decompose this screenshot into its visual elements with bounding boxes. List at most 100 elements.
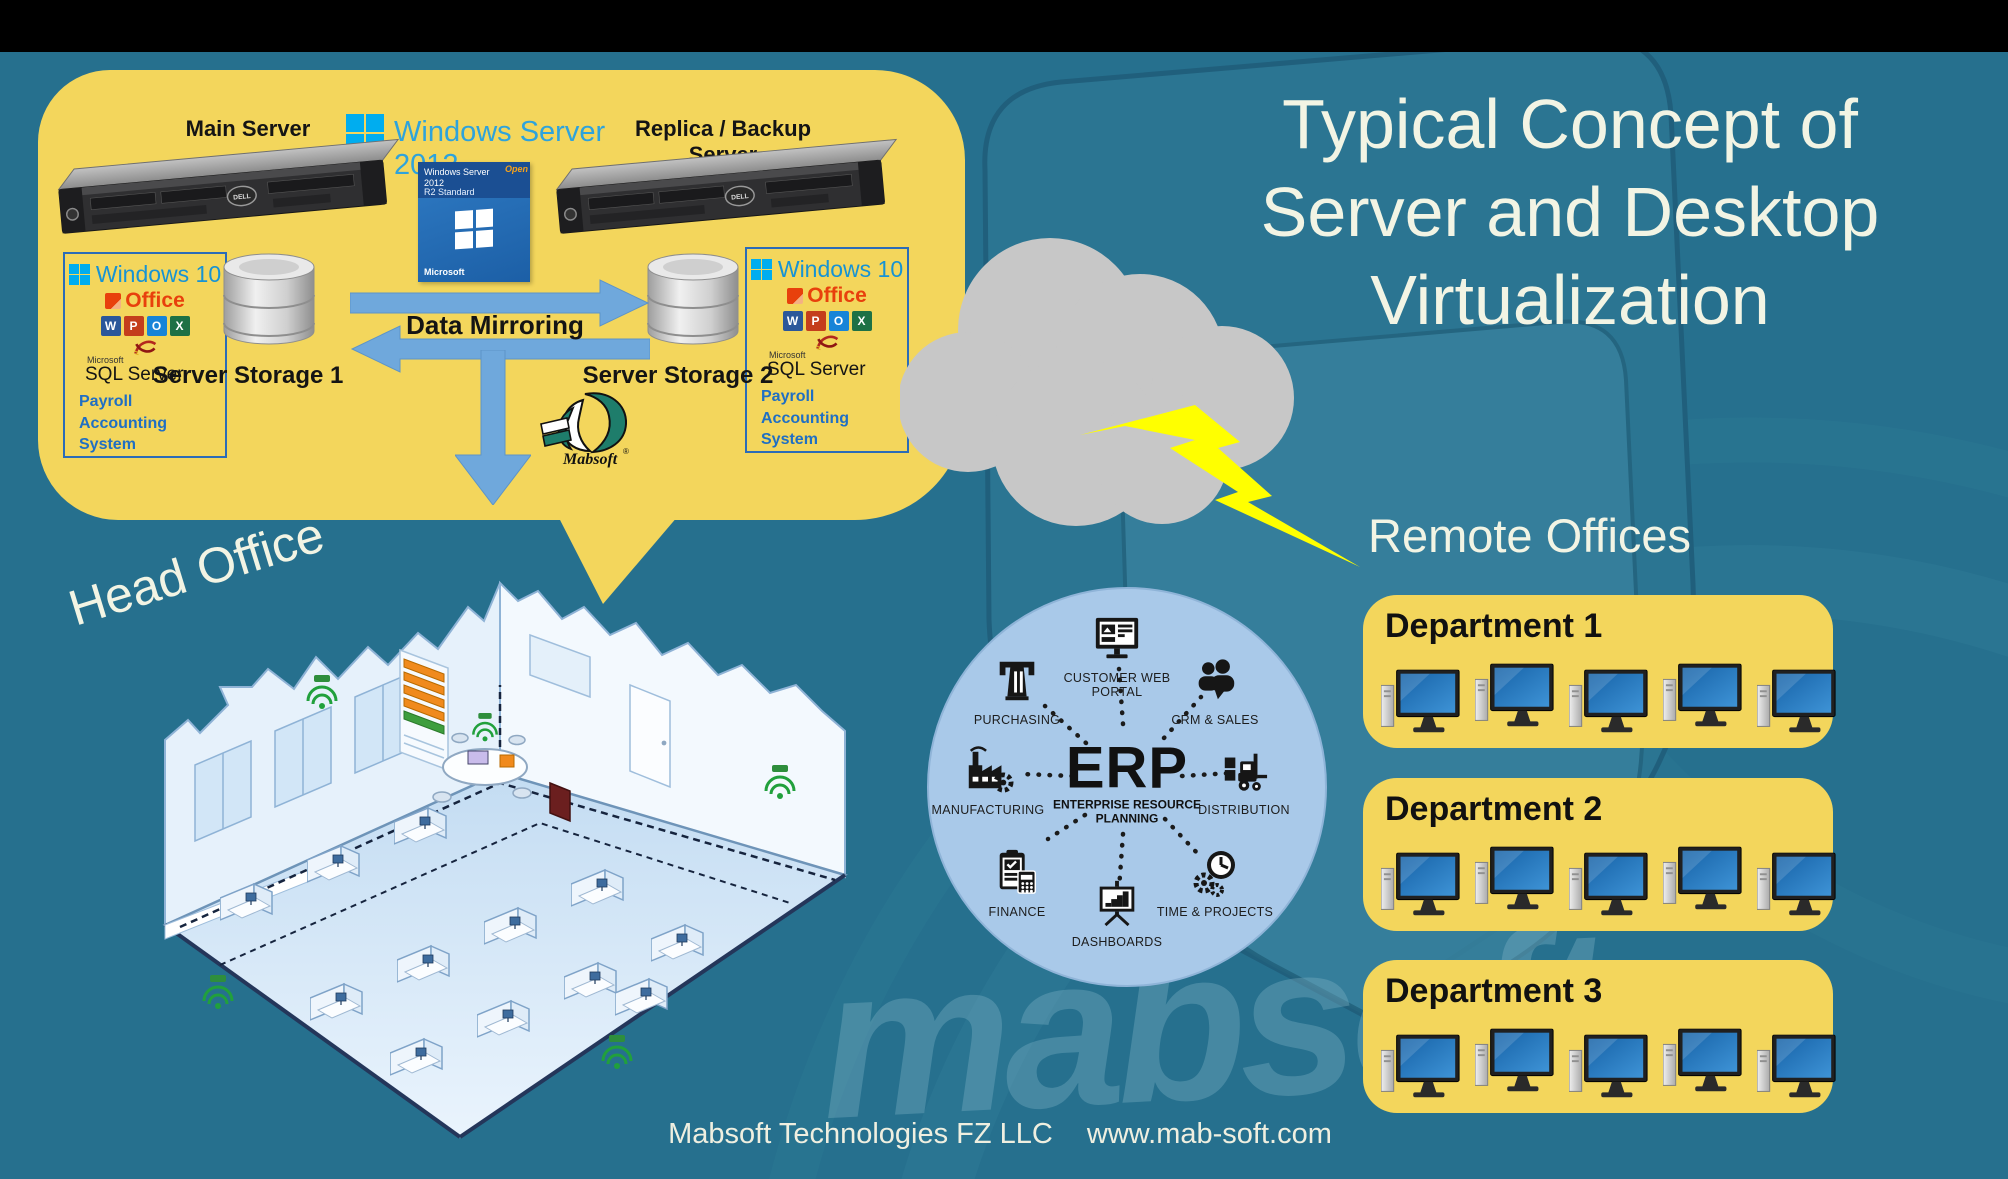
registered-mark: ® xyxy=(623,447,629,456)
department-1-box: Department 1 xyxy=(1363,595,1833,748)
desktop-computer-icon xyxy=(1663,663,1745,729)
desktop-computer-icon xyxy=(1757,669,1839,735)
main-server-label: Main Server xyxy=(185,116,311,141)
payroll-label: Payroll xyxy=(761,388,815,406)
windows-flag-icon xyxy=(750,259,772,280)
sql-server-logo-icon xyxy=(816,335,839,351)
erp-node-label: DISTRIBUTION xyxy=(1198,803,1290,817)
mabsoft-logo-text: Mabsoft xyxy=(562,451,618,468)
software-stack-box-1: Windows 10 Office W P O X Microsoft SQL … xyxy=(63,252,227,458)
erp-node-label: CUSTOMER WEB PORTAL xyxy=(1063,671,1171,699)
erp-node-label: PURCHASING xyxy=(973,713,1061,727)
data-mirroring-label: Data Mirroring xyxy=(406,310,584,340)
manufacturing-icon xyxy=(968,746,1014,793)
erp-dotted-connectors xyxy=(1019,666,1235,892)
server-storage-1-icon xyxy=(221,252,317,354)
office-logo-icon xyxy=(105,293,122,309)
windows-server-product-box: Windows Server 2012 R2 Standard Open Mic… xyxy=(418,162,530,282)
server-rack-shelf xyxy=(399,648,449,772)
department-name: Department 1 xyxy=(1385,607,1603,645)
microsoft-small-label: Microsoft xyxy=(769,350,806,361)
product-name: Windows Server 2012 xyxy=(424,167,490,188)
desktop-computer-icon xyxy=(1475,663,1557,729)
desktop-computer-icon xyxy=(1475,1028,1557,1094)
department-name: Department 3 xyxy=(1385,972,1603,1010)
accounting-system-label: Accounting System xyxy=(79,414,167,454)
desktop-computer-icon xyxy=(1569,852,1651,918)
erp-center: ERP ENTERPRISE RESOURCE PLANNING xyxy=(1052,739,1202,827)
erp-subtitle-1: ENTERPRISE RESOURCE xyxy=(1052,797,1202,812)
erp-node-web-portal: CUSTOMER WEB PORTAL xyxy=(1042,614,1192,699)
department-computers xyxy=(1381,669,1839,735)
title-line-2: Server and Desktop xyxy=(1260,173,1880,252)
sql-server-label: SQL Server xyxy=(85,364,184,386)
accounting-system-label: Accounting System xyxy=(761,409,849,449)
desktop-computer-icon xyxy=(1475,846,1557,912)
product-edition: R2 Standard xyxy=(424,187,475,197)
desktop-computer-icon xyxy=(1569,669,1651,735)
department-name: Department 2 xyxy=(1385,790,1603,828)
dashboards-icon xyxy=(1099,880,1135,927)
replica-server-image xyxy=(544,136,900,240)
distribution-icon xyxy=(1224,753,1268,791)
head-office-illustration xyxy=(162,580,848,1139)
windows-flag-icon xyxy=(455,208,493,250)
erp-node-crm-sales: CRM & SALES xyxy=(1140,656,1290,727)
office-label: Office xyxy=(807,284,867,307)
word-icon: W xyxy=(100,316,121,336)
desktop-computer-icon xyxy=(1663,846,1745,912)
server-storage-1-label: Server Storage 1 xyxy=(152,362,344,389)
server-storage-2-label: Server Storage 2 xyxy=(582,362,774,389)
crm-sales-icon xyxy=(1198,659,1235,700)
windows-10-label: Windows 10 xyxy=(777,256,904,282)
purchasing-icon xyxy=(999,661,1035,701)
erp-subtitle-2: PLANNING xyxy=(1095,812,1159,826)
erp-node-finance: FINANCE xyxy=(942,846,1092,919)
office-logo-icon xyxy=(787,288,804,304)
erp-node-purchasing: PURCHASING xyxy=(942,656,1092,727)
architecture-bubble: Main Server Replica / Backup Server Wind… xyxy=(38,70,965,520)
page-title: Typical Concept of Server and Desktop Vi… xyxy=(1165,80,1975,345)
outlook-icon: O xyxy=(828,311,849,331)
footer: Mabsoft Technologies FZ LLC www.mab-soft… xyxy=(500,1118,1500,1151)
meeting-table xyxy=(432,732,532,803)
desktop-computer-icon xyxy=(1757,1034,1839,1100)
cloud-and-lightning xyxy=(900,238,1360,567)
powerpoint-icon: P xyxy=(123,316,144,336)
footer-company: Mabsoft Technologies FZ LLC xyxy=(668,1118,1053,1150)
mabsoft-logo: Mabsoft ® xyxy=(540,392,629,468)
desktop-computer-icon xyxy=(1663,1028,1745,1094)
title-line-3: Virtualization xyxy=(1370,261,1770,340)
cabinet xyxy=(549,781,571,823)
open-license-badge: Open xyxy=(504,164,528,174)
word-icon: W xyxy=(782,311,803,331)
software-stack-box-2: Windows 10 Office W P O X Microsoft SQL … xyxy=(745,247,909,453)
erp-node-label: DASHBOARDS xyxy=(1071,935,1163,949)
microsoft-small-label: Microsoft xyxy=(87,355,124,366)
desktop-computer-icon xyxy=(1381,1034,1463,1100)
title-line-1: Typical Concept of xyxy=(1282,85,1858,163)
excel-icon: X xyxy=(169,316,190,336)
desktop-computer-icon xyxy=(1381,669,1463,735)
bubble-tail xyxy=(558,516,678,604)
data-mirroring-arrows xyxy=(350,279,650,373)
server-storage-2-icon xyxy=(645,252,741,354)
department-computers xyxy=(1381,1034,1839,1100)
customer-web-portal-icon xyxy=(1095,617,1139,659)
remote-offices-heading: Remote Offices xyxy=(1368,509,1692,562)
sql-server-label: SQL Server xyxy=(767,359,866,381)
erp-node-label: FINANCE xyxy=(988,905,1046,919)
excel-icon: X xyxy=(851,311,872,331)
microsoft-brand: Microsoft xyxy=(424,267,465,277)
department-2-box: Department 2 xyxy=(1363,778,1833,931)
payroll-label: Payroll xyxy=(79,393,133,411)
office-label: Office xyxy=(125,289,185,312)
top-black-bar xyxy=(0,0,2008,52)
erp-node-dashboards: DASHBOARDS xyxy=(1042,876,1192,949)
powerpoint-icon: P xyxy=(805,311,826,331)
down-arrow xyxy=(455,350,531,505)
department-3-box: Department 3 xyxy=(1363,960,1833,1113)
outlook-icon: O xyxy=(146,316,167,336)
erp-node-label: TIME & PROJECTS xyxy=(1156,905,1274,919)
